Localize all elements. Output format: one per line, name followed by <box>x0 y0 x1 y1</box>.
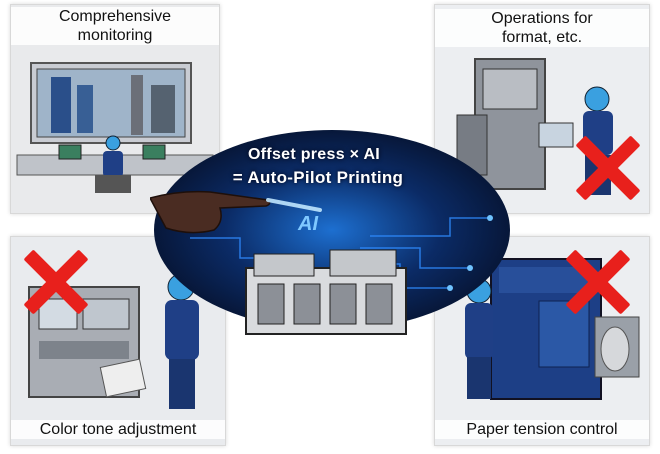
panel-color-tone-adjustment: Color tone adjustment <box>10 236 226 446</box>
auto-pilot-printing-hub: AI Offset press × AI = Auto-Pilot Printi… <box>148 118 514 356</box>
pointing-hand-icon <box>148 190 271 234</box>
caption-operations-for-format: Operations for format, etc. <box>435 9 649 47</box>
panel-comprehensive-monitoring: Comprehensive monitoring <box>10 4 220 214</box>
panel-paper-tension-control: Paper tension control <box>434 236 650 446</box>
printing-press-icon <box>245 249 407 335</box>
ai-oval-illustration: AI <box>148 130 510 335</box>
cross-mark-icon <box>23 249 89 315</box>
caption-color-tone-adjustment: Color tone adjustment <box>11 420 225 439</box>
cross-mark-icon <box>575 135 641 201</box>
ai-glow-label: AI <box>297 213 318 235</box>
center-title-line1: Offset press × AI <box>247 146 381 163</box>
caption-paper-tension-control: Paper tension control <box>435 420 649 439</box>
center-title-line2: = Auto-Pilot Printing <box>232 168 404 187</box>
caption-comprehensive-monitoring: Comprehensive monitoring <box>11 7 219 45</box>
cross-mark-icon <box>565 249 631 315</box>
